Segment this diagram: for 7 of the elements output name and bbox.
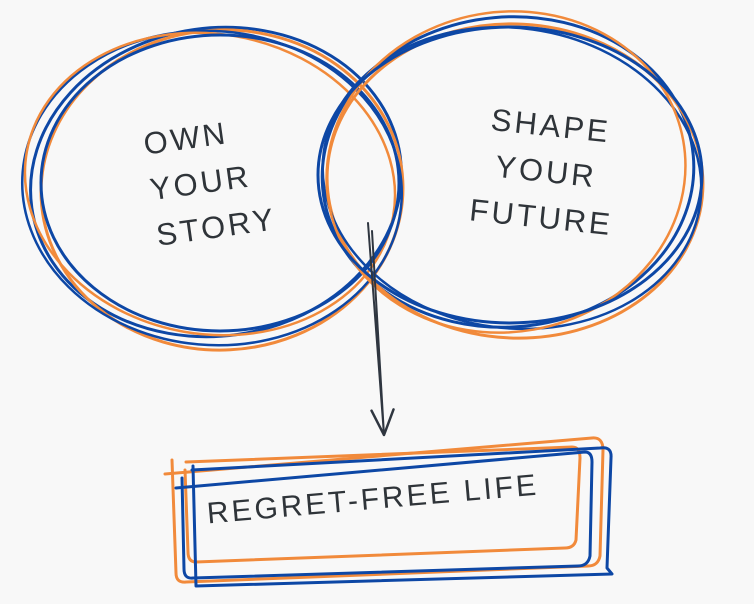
node-text: SHAPE YOUR FUTURE (467, 101, 616, 244)
arrow (367, 222, 395, 436)
venn-circle (316, 9, 705, 340)
node-text: OWN YOUR STORY (140, 114, 280, 255)
node-text: REGRET-FREE LIFE (205, 468, 541, 532)
venn-circle (20, 25, 405, 352)
sketch-box (163, 435, 614, 588)
